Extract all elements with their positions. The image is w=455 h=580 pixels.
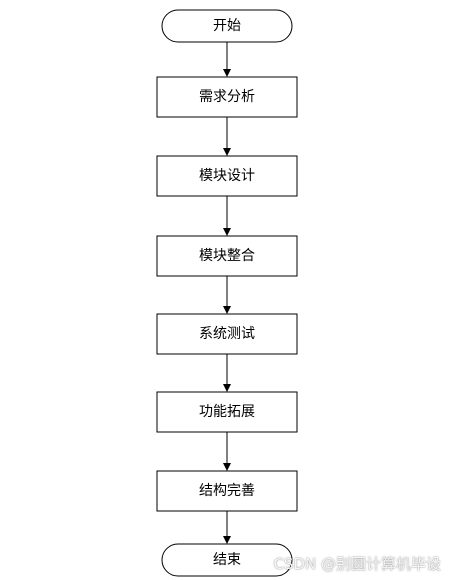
watermark-text: CSDN @别圆计算机毕设 <box>273 555 441 573</box>
edge-feature-expansion-to-structure-refinement <box>223 432 231 471</box>
node-module-integration: 模块整合 <box>156 235 298 277</box>
node-feature-expansion: 功能拓展 <box>156 391 298 433</box>
arrowhead-icon <box>223 148 231 156</box>
node-start: 开始 <box>161 9 293 43</box>
node-end: 结束 <box>161 543 293 577</box>
node-module-design: 模块设计 <box>156 155 298 197</box>
edge-requirements-to-module-design <box>223 117 231 156</box>
arrowhead-icon <box>223 463 231 471</box>
node-label: 结构完善 <box>199 483 255 499</box>
node-label: 模块设计 <box>199 168 255 184</box>
arrowhead-icon <box>223 306 231 314</box>
edge-module-design-to-module-integration <box>223 196 231 236</box>
node-system-test: 系统测试 <box>156 313 298 355</box>
node-structure-refinement: 结构完善 <box>156 470 298 512</box>
edge-module-integration-to-system-test <box>223 276 231 314</box>
edge-start-to-requirements <box>223 42 231 77</box>
node-requirements: 需求分析 <box>156 76 298 118</box>
node-label: 需求分析 <box>199 89 255 105</box>
node-label: 功能拓展 <box>199 404 255 420</box>
arrowhead-icon <box>223 228 231 236</box>
node-label: 模块整合 <box>199 248 255 264</box>
arrowhead-icon <box>223 69 231 77</box>
arrowhead-icon <box>223 384 231 392</box>
arrowhead-icon <box>223 536 231 544</box>
node-label: 结束 <box>213 552 241 568</box>
edge-system-test-to-feature-expansion <box>223 354 231 392</box>
process-box <box>156 235 298 277</box>
process-box <box>156 76 298 118</box>
node-label: 开始 <box>213 18 241 34</box>
edge-structure-refinement-to-end <box>223 511 231 544</box>
node-label: 系统测试 <box>199 326 255 342</box>
